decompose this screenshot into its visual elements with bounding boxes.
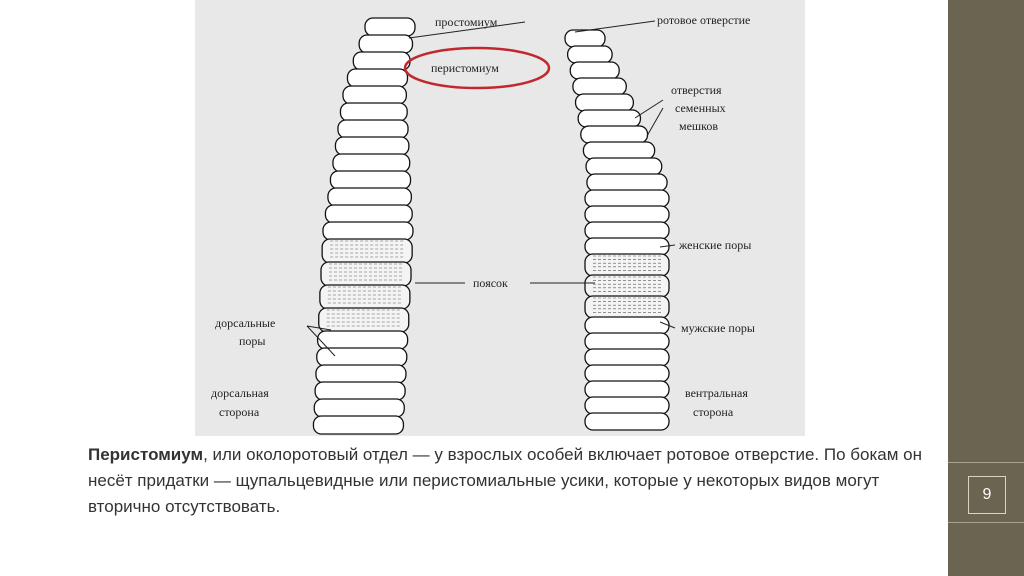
worm-segment: [582, 141, 656, 160]
worm-segment: [584, 380, 670, 399]
worm-segment: [358, 34, 414, 54]
worm-segment: [584, 237, 670, 256]
side-bar: [948, 0, 1024, 576]
worm-segment: [577, 109, 642, 128]
worm-segment: [327, 187, 413, 207]
worm-segment: [313, 398, 405, 418]
label-prostomium: простомиум: [435, 15, 498, 29]
worm-segment: [584, 205, 670, 224]
worm-segment: [364, 17, 416, 37]
label-dorsal-side-line2: сторона: [219, 405, 260, 419]
worm-segment: [342, 85, 407, 105]
worm-segment: [585, 157, 663, 176]
label-mouth: ротовое отверстие: [657, 13, 750, 27]
peristomium-highlight: [403, 46, 551, 90]
worm-segment: [584, 396, 670, 415]
worm-segment: [320, 261, 412, 287]
worm-segment: [322, 221, 414, 241]
label-female-pores: женские поры: [678, 238, 751, 252]
worm-segment: [316, 330, 409, 350]
worm-segment: [324, 204, 413, 224]
worm-segment: [564, 29, 606, 48]
label-dorsal-side-line1: дорсальная: [211, 386, 269, 400]
worm-segment: [572, 77, 627, 96]
description-text: , или околоротовый отдел — у взрослых ос…: [88, 445, 922, 516]
worm-ventral-view: [564, 29, 670, 431]
worm-segment: [566, 45, 613, 64]
worm-segment: [315, 364, 407, 384]
label-seminal-line2: семенных: [675, 101, 726, 115]
worm-segment: [586, 173, 668, 192]
worm-segment: [337, 119, 409, 139]
earthworm-illustration: простомиум перистомиум ротовое отверстие…: [211, 13, 755, 435]
worm-segment: [569, 61, 620, 80]
sidebar-rule-bottom: [948, 522, 1024, 523]
worm-segment: [574, 93, 635, 112]
page-number: 9: [968, 476, 1006, 514]
worm-segment: [584, 364, 670, 383]
sidebar-rule-top: [948, 462, 1024, 463]
worm-segment: [329, 170, 412, 190]
worm-segment: [584, 295, 670, 319]
worm-segment: [584, 332, 670, 351]
worm-segment: [584, 253, 670, 277]
worm-segment: [584, 412, 670, 431]
label-ventral-side-line2: сторона: [693, 405, 734, 419]
worm-segment: [339, 102, 408, 122]
label-dorsal-pores-line1: дорсальные: [215, 316, 275, 330]
worm-segment: [580, 125, 649, 144]
worm-segment: [584, 189, 670, 208]
worm-segment: [352, 51, 411, 71]
worm-segment: [321, 238, 413, 264]
label-clitellum: поясок: [473, 276, 508, 290]
label-seminal-line1: отверстия: [671, 83, 722, 97]
label-male-pores: мужские поры: [681, 321, 755, 335]
label-seminal-line3: мешков: [679, 119, 718, 133]
leader-lines: [306, 20, 676, 357]
worm-segment: [584, 348, 670, 367]
worm-segment: [334, 136, 410, 156]
worm-dorsal-view: [312, 17, 416, 435]
worm-segment: [346, 68, 409, 88]
worm-segment: [319, 284, 411, 310]
worm-segment: [584, 316, 670, 335]
worm-segment: [314, 381, 406, 401]
label-ventral-side-line1: вентральная: [685, 386, 748, 400]
label-peristomium: перистомиум: [431, 61, 499, 75]
label-dorsal-pores-line2: поры: [239, 334, 265, 348]
earthworm-diagram: простомиум перистомиум ротовое отверстие…: [195, 0, 805, 436]
worm-segment: [318, 307, 410, 333]
worm-segment: [332, 153, 411, 173]
worm-segment: [584, 274, 670, 298]
term-peristomium: Перистомиум: [88, 445, 204, 464]
description-paragraph: Перистомиум, или околоротовый отдел — у …: [88, 442, 928, 520]
worm-segment: [312, 415, 405, 435]
worm-segment: [584, 221, 670, 240]
